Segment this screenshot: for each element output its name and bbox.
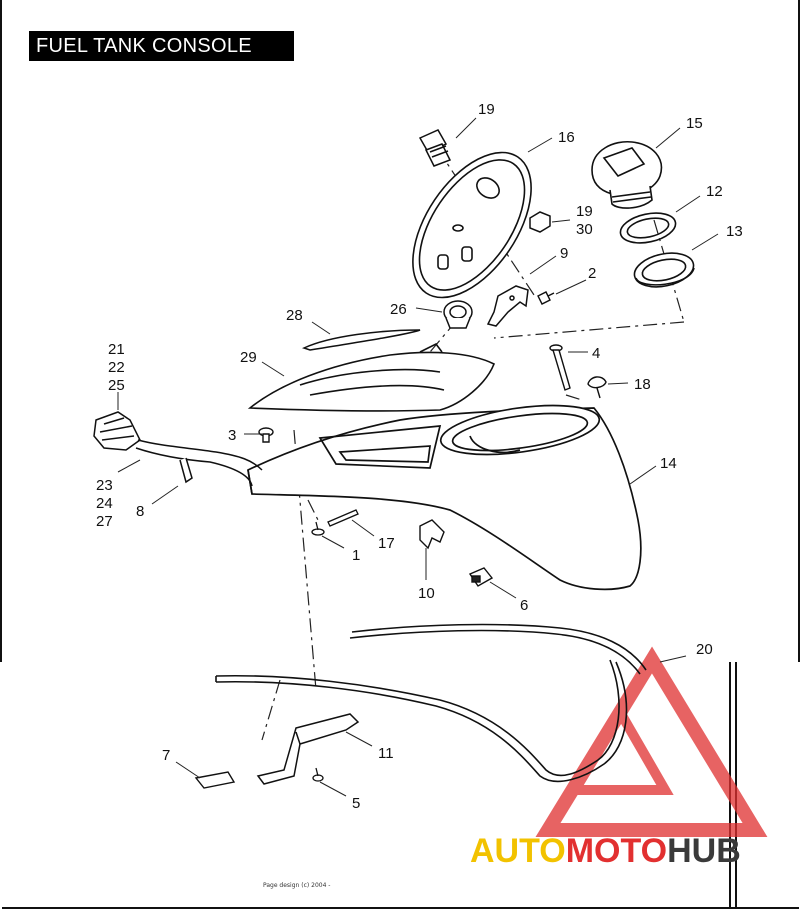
- callout-4: 4: [592, 345, 600, 362]
- plug-part: [418, 129, 452, 167]
- callout-25: 25: [108, 377, 125, 394]
- callout-30: 30: [576, 221, 593, 238]
- callout-29: 29: [240, 349, 257, 366]
- watermark-moto: MOTO: [566, 832, 667, 870]
- callout-14: 14: [660, 455, 677, 472]
- callout-12: 12: [706, 183, 723, 200]
- trim-strip-part: [301, 329, 421, 351]
- callout-27: 27: [96, 513, 113, 530]
- callout-23: 23: [96, 477, 113, 494]
- callout-17: 17: [378, 535, 395, 552]
- page-title: FUEL TANK CONSOLE: [29, 31, 294, 61]
- clip-part: [419, 519, 445, 550]
- rod-part: [327, 509, 359, 527]
- fuel-cap-part: [591, 141, 663, 209]
- callout-28: 28: [286, 307, 303, 324]
- callout-9: 9: [560, 245, 568, 262]
- callout-20: 20: [696, 641, 713, 658]
- callout-3: 3: [228, 427, 236, 444]
- console-body-part: [247, 404, 642, 591]
- console-cover-part: [247, 342, 496, 412]
- callout-leaders: [117, 117, 719, 797]
- screw-3-part: [258, 427, 274, 443]
- callout-8: 8: [136, 503, 144, 520]
- watermark-auto: AUTO: [470, 832, 566, 870]
- callout-18: 18: [634, 376, 651, 393]
- nut-clip-part: [468, 567, 494, 587]
- callout-21: 21: [108, 341, 125, 358]
- nut-part: [529, 211, 551, 233]
- callout-labels: 19 16 15 12 13 19 30 9 2 26 28 29 4 18 3…: [96, 101, 743, 812]
- callout-24: 24: [96, 495, 113, 512]
- callout-1: 1: [352, 547, 360, 564]
- callout-5: 5: [352, 795, 360, 812]
- footer-note: Page design (c) 2004 -: [263, 882, 331, 889]
- gasket-part: [619, 212, 677, 244]
- screw-part: [537, 291, 555, 305]
- grommet-part: [633, 252, 695, 288]
- cover-plate-part: [412, 151, 532, 299]
- bracket-part: [486, 285, 529, 327]
- callout-13: 13: [726, 223, 743, 240]
- callout-6: 6: [520, 597, 528, 614]
- callout-15: 15: [686, 115, 703, 132]
- watermark-hub: HUB: [667, 832, 741, 870]
- callout-26: 26: [390, 301, 407, 318]
- callout-19-top: 19: [478, 101, 495, 118]
- push-pin-part: [587, 376, 607, 399]
- long-bolt-part: [549, 344, 571, 391]
- callout-10: 10: [418, 585, 435, 602]
- callout-19-mid: 19: [576, 203, 593, 220]
- screw-5-part: [312, 767, 324, 782]
- watermark-text: AUTOMOTOHUB: [470, 832, 741, 870]
- callout-11: 11: [378, 745, 394, 762]
- callout-16: 16: [558, 129, 575, 146]
- mount-bracket-part: [256, 713, 360, 785]
- callout-7: 7: [162, 747, 170, 764]
- clamp-part: [443, 300, 473, 329]
- seal-strip-part: [215, 623, 647, 783]
- watermark-logo: [535, 646, 768, 837]
- callout-2: 2: [588, 265, 596, 282]
- nut-clip-7-part: [194, 771, 236, 789]
- callout-22: 22: [108, 359, 125, 376]
- connector-harness-part: [93, 411, 263, 487]
- screw-1-part: [311, 521, 325, 536]
